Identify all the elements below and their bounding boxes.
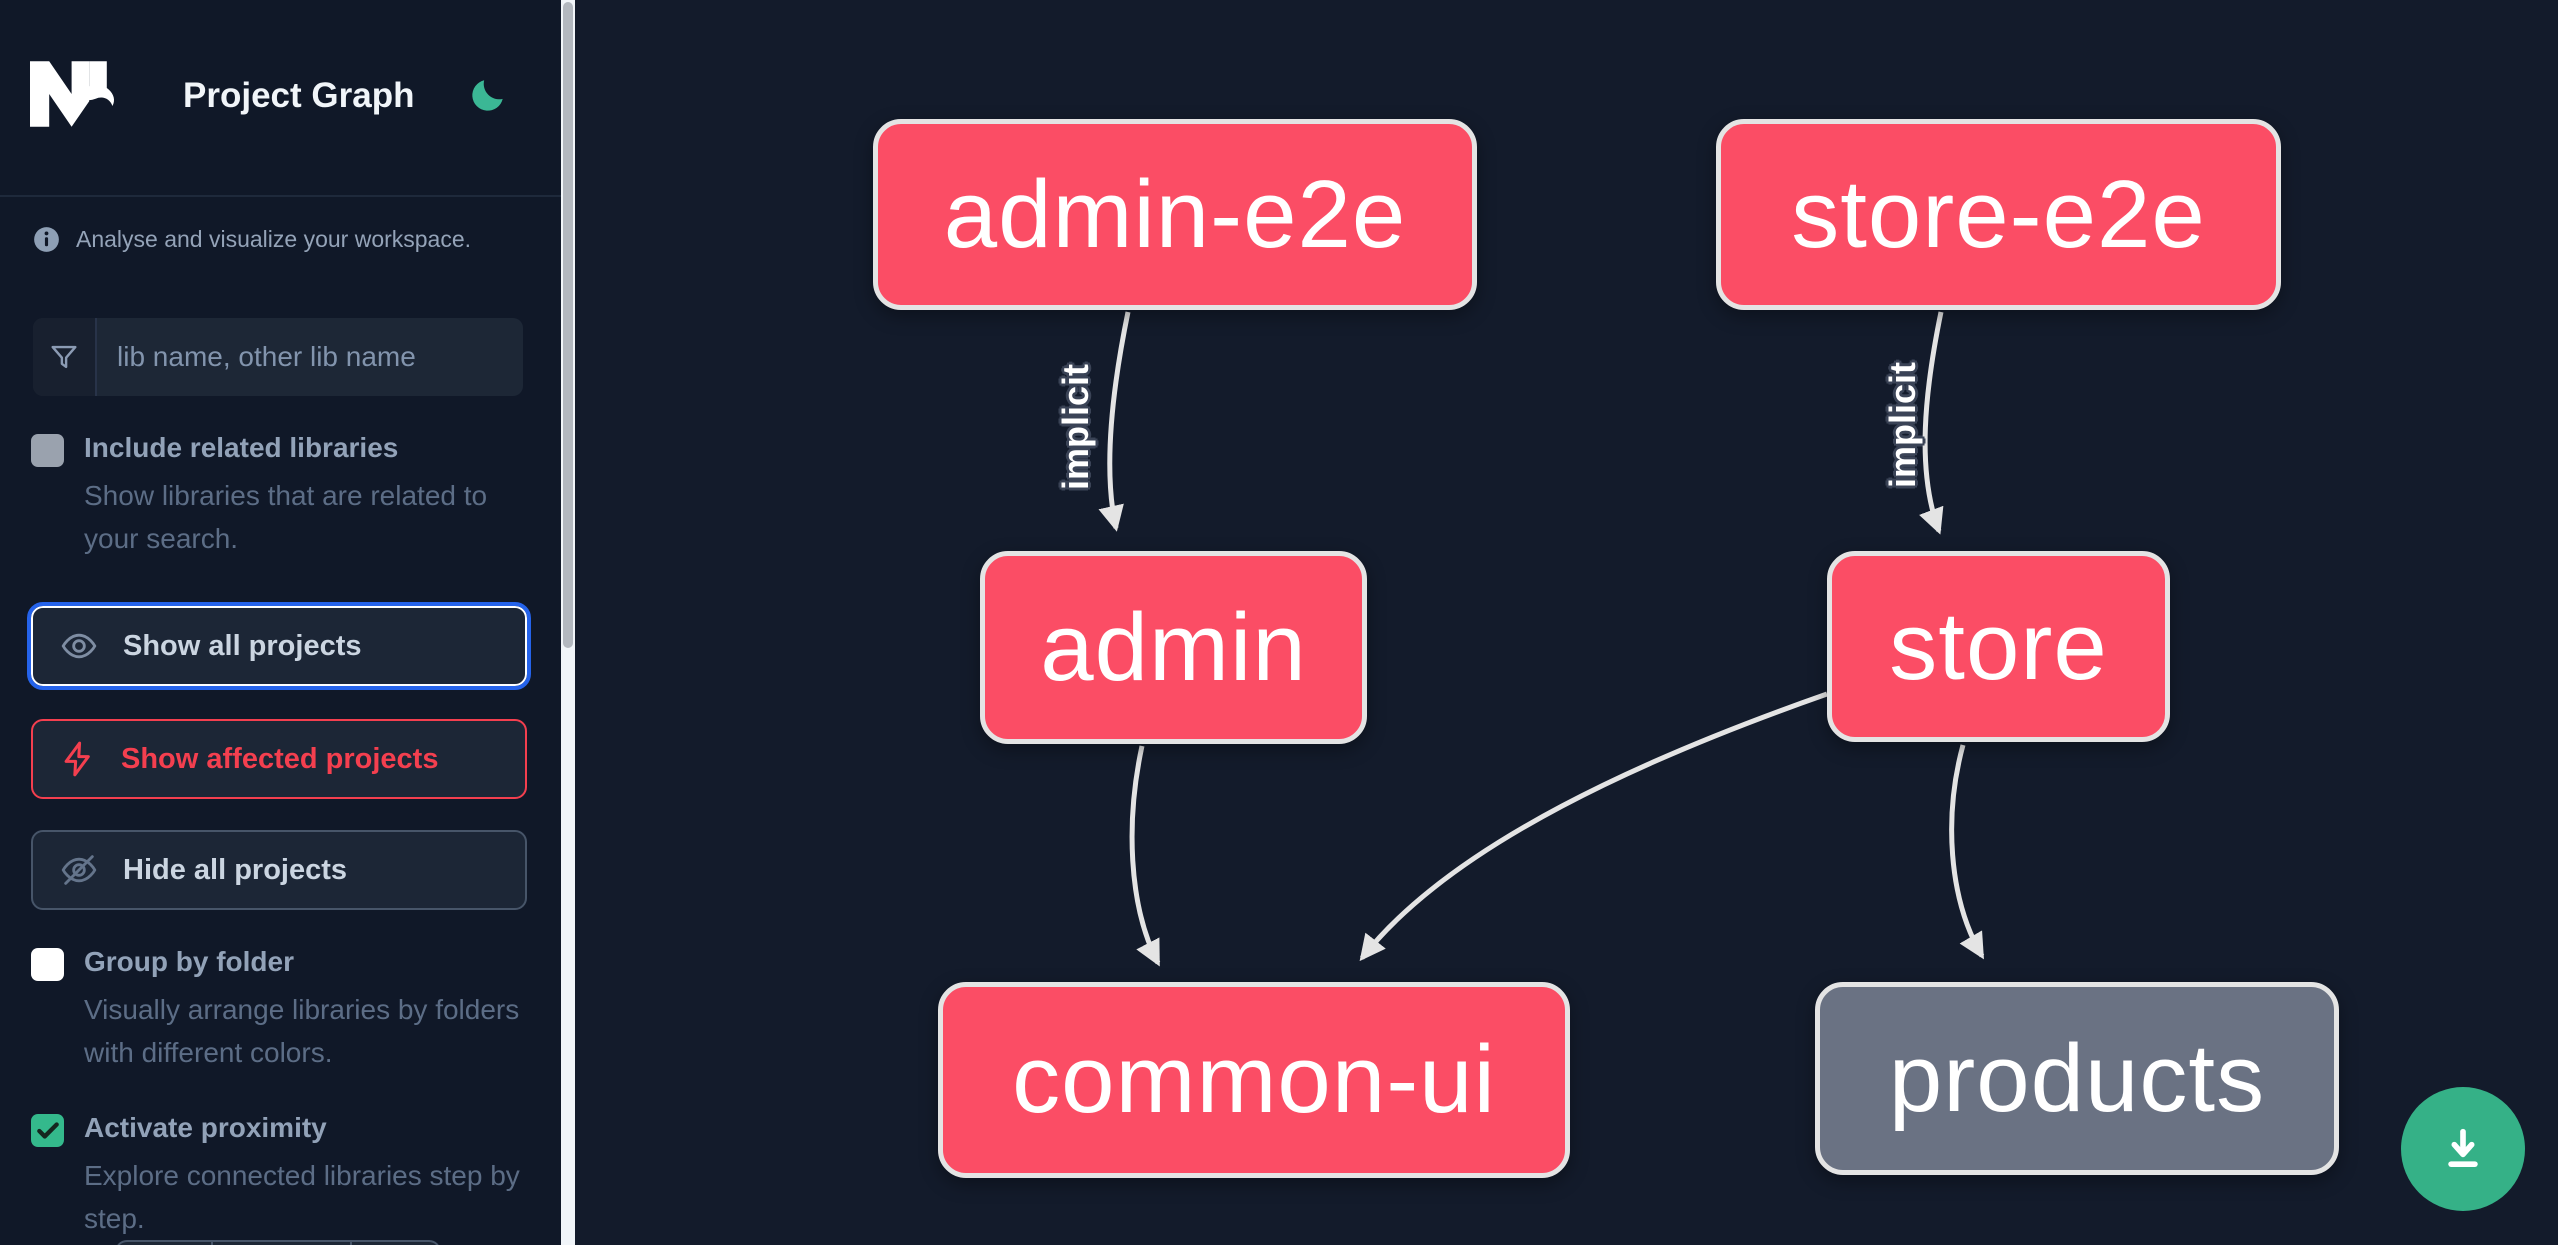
edge-store-to-common-ui (1359, 691, 1828, 962)
check-icon (36, 1121, 59, 1139)
graph-node-admin-e2e[interactable]: admin-e2e (873, 119, 1477, 310)
eye-off-icon (61, 855, 97, 885)
show-all-projects-button[interactable]: Show all projects (27, 602, 531, 690)
moon-icon (472, 80, 503, 111)
graph-node-products[interactable]: products (1815, 982, 2339, 1175)
option-group-by-folder: Group by folder Visually arrange librari… (31, 946, 544, 1074)
page-title: Project Graph (183, 76, 415, 115)
info-icon (34, 227, 59, 252)
sidebar-header: Project Graph (0, 0, 561, 196)
button-label: Show affected projects (121, 742, 439, 775)
option-description: Explore connected libraries step by step… (84, 1160, 520, 1234)
edge-store-to-products (1949, 744, 1985, 960)
hide-all-projects-button[interactable]: Hide all projects (31, 830, 527, 910)
search-input[interactable] (97, 318, 523, 396)
edge-store-e2e-to-store (1919, 311, 1944, 535)
filter-icon-cell (33, 318, 97, 396)
graph-node-common-ui[interactable]: common-ui (938, 982, 1570, 1178)
download-graph-button[interactable] (2401, 1087, 2525, 1211)
option-label[interactable]: Include related libraries (84, 432, 399, 463)
sidebar-divider (0, 195, 561, 197)
edge-label-implicit-store: implicit (1882, 361, 1923, 489)
download-icon (2448, 1128, 2478, 1167)
scrollbar-thumb[interactable] (563, 2, 573, 648)
option-label[interactable]: Activate proximity (84, 1112, 327, 1143)
include-related-checkbox[interactable] (31, 434, 64, 467)
edge-admin-to-common-ui (1129, 745, 1161, 967)
proximity-segmented-control[interactable] (115, 1240, 441, 1245)
sidebar: Project Graph Analyse and visualize your… (0, 0, 561, 1245)
theme-toggle-button[interactable] (466, 74, 510, 118)
edge-label-implicit-admin: implicit (1055, 363, 1096, 491)
graph-node-admin[interactable]: admin (980, 551, 1367, 744)
group-by-folder-checkbox[interactable] (31, 948, 64, 981)
button-label: Show all projects (123, 629, 362, 662)
eye-icon (61, 633, 97, 659)
option-label[interactable]: Group by folder (84, 946, 294, 977)
nx-logo (30, 61, 115, 127)
option-description: Visually arrange libraries by folders wi… (84, 994, 520, 1068)
lightning-bolt-icon (64, 741, 90, 777)
segment-divider (350, 1242, 352, 1245)
show-affected-projects-button[interactable]: Show affected projects (31, 719, 527, 799)
option-description: Show libraries that are related to your … (84, 480, 488, 554)
activate-proximity-checkbox[interactable] (31, 1114, 64, 1147)
edge-admin-e2e-to-admin (1098, 311, 1131, 532)
filter-funnel-icon (51, 345, 77, 369)
segment-divider (211, 1242, 213, 1245)
tagline: Analyse and visualize your workspace. (76, 226, 472, 252)
option-activate-proximity: Activate proximity Explore connected lib… (31, 1112, 544, 1240)
graph-node-store[interactable]: store (1827, 551, 2170, 742)
option-include-related: Include related libraries Show libraries… (31, 432, 544, 560)
sidebar-scrollbar[interactable] (561, 0, 575, 1245)
graph-node-store-e2e[interactable]: store-e2e (1716, 119, 2281, 310)
button-label: Hide all projects (123, 853, 348, 886)
search-box (33, 318, 523, 396)
